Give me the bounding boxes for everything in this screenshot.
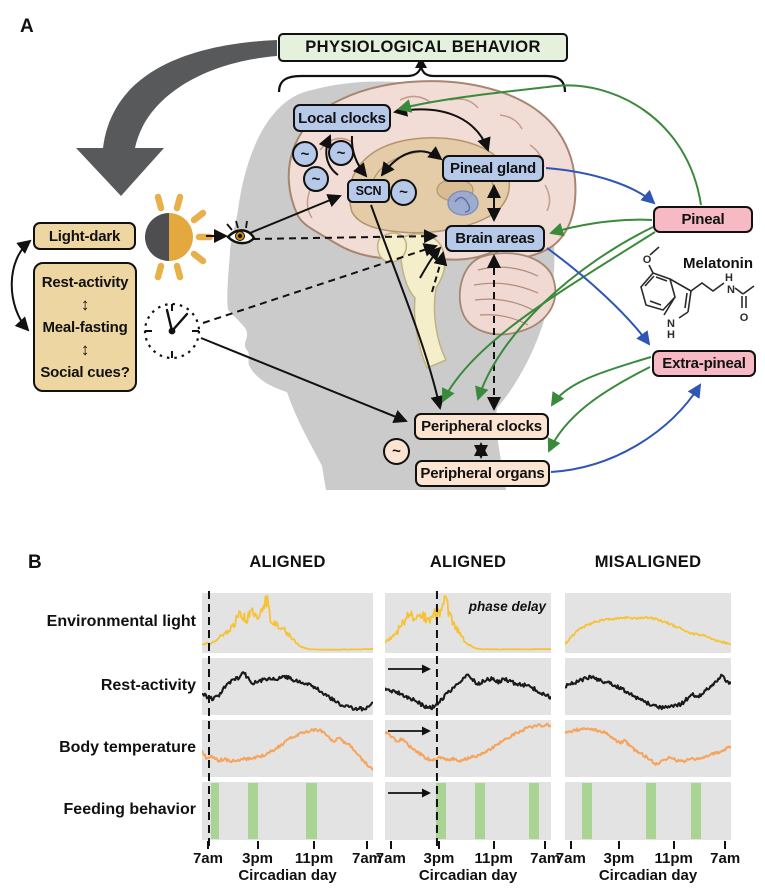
oscillator-icon: ~ (383, 438, 410, 465)
extra-pineal-box: Extra-pineal (652, 350, 756, 377)
updown-arrow-icon: ↕ (80, 340, 90, 359)
atom-label: H (725, 272, 733, 284)
melatonin-label: Melatonin (683, 255, 753, 272)
x-tick-label: 7am (710, 850, 741, 867)
x-tick (256, 841, 259, 849)
feeding-bar (474, 783, 485, 839)
local-clocks-box: Local clocks (293, 104, 391, 132)
x-tick-label: 11pm (294, 850, 334, 867)
pineal-gland-anatomy (447, 190, 479, 216)
oscillator-icon: ~ (303, 166, 329, 192)
oscillator-icon: ~ (390, 179, 417, 206)
plot-feeding (385, 782, 551, 840)
x-tick-label: 11pm (474, 850, 513, 867)
column-header: MISALIGNED (594, 553, 702, 571)
plot-feeding (565, 782, 731, 840)
x-tick-label: 7am (375, 850, 406, 867)
atom-label: N (667, 318, 675, 330)
pineal-gland-box: Pineal gland (442, 155, 544, 182)
x-tick-label: 11pm (654, 850, 693, 867)
x-tick-label: 7am (555, 850, 586, 867)
atom-label: H (667, 329, 675, 341)
x-tick-label: 3pm (242, 850, 273, 867)
plot-light (385, 593, 552, 653)
plot-activity (564, 658, 732, 715)
row-label: Rest-activity (100, 676, 196, 694)
x-tick (724, 841, 727, 849)
x-axis-label: Circadian day (238, 867, 337, 884)
plot-temperature (564, 720, 732, 777)
oscillator-icon: ~ (292, 141, 318, 167)
plot-temperature (384, 720, 552, 777)
atom-label: O (643, 254, 652, 266)
x-tick (492, 841, 495, 849)
column-header: ALIGNED (429, 553, 507, 571)
blue-arrows (545, 167, 702, 473)
plot-light (564, 593, 732, 653)
x-tick (313, 841, 315, 849)
feeding-bar (248, 783, 259, 839)
plot-activity (201, 658, 374, 715)
plot-feeding (202, 782, 373, 840)
social-cues-label: Social cues? (40, 363, 130, 381)
row-label: Environmental light (46, 613, 196, 630)
atom-label: O (740, 312, 749, 324)
meal-fasting-label: Meal-fasting (42, 318, 128, 336)
x-axis-label: Circadian day (418, 867, 518, 884)
x-tick-label: 7am (351, 850, 383, 867)
behavioral-cues-box: Rest-activity ↕ Meal-fasting ↕ Social cu… (33, 262, 137, 392)
x-tick (206, 841, 209, 849)
physiological-behavior-box: PHYSIOLOGICAL BEHAVIOR (278, 33, 568, 62)
sun-icon (145, 193, 214, 281)
phase-delay-label: phase delay (468, 599, 547, 614)
x-axis-label: Circadian day (598, 867, 698, 884)
feeding-bar (210, 783, 220, 839)
row-label: Body temperature (59, 738, 196, 756)
x-tick (366, 841, 368, 849)
feeding-bar (581, 783, 592, 839)
black-arrows (10, 102, 501, 459)
x-tick-label: 3pm (603, 850, 635, 867)
x-tick (569, 841, 572, 849)
feeding-bar (306, 783, 317, 839)
x-tick (544, 841, 547, 849)
light-dark-box: Light-dark (33, 222, 136, 250)
feeding-bar (646, 783, 657, 839)
atom-label: N (727, 284, 735, 296)
column-header: ALIGNED (249, 553, 326, 571)
panel-a-label: A (20, 16, 34, 37)
clock-icon (143, 302, 201, 360)
updown-arrow-icon: ↕ (80, 295, 90, 314)
x-tick (437, 841, 440, 849)
row-label: Feeding behavior (63, 801, 196, 818)
brain-areas-box: Brain areas (445, 225, 545, 252)
plot-temperature (201, 720, 374, 777)
rest-activity-label: Rest-activity (41, 273, 129, 291)
feeding-bar (436, 783, 447, 839)
x-tick-label: 7am (192, 850, 223, 867)
plot-light (201, 593, 373, 653)
oscillator-icon: ~ (328, 140, 354, 166)
peripheral-clocks-box: Peripheral clocks (414, 413, 549, 440)
feeding-bar (691, 783, 702, 839)
peripheral-organs-box: Peripheral organs (415, 460, 550, 487)
x-tick (672, 841, 675, 849)
x-tick-label: 3pm (423, 850, 455, 867)
feeding-bar (529, 783, 540, 839)
x-tick (389, 841, 392, 849)
panel-b-label: B (28, 552, 42, 573)
behavior-feedback-arrow (76, 40, 277, 196)
green-arrows (397, 84, 702, 453)
pineal-box: Pineal (653, 206, 753, 233)
x-tick-label: 7am (530, 850, 561, 867)
brace (277, 57, 567, 93)
x-tick (617, 841, 620, 849)
plot-activity (384, 658, 552, 715)
melatonin-structure: O H N N H O (640, 246, 755, 341)
scn-box: SCN (347, 179, 390, 203)
